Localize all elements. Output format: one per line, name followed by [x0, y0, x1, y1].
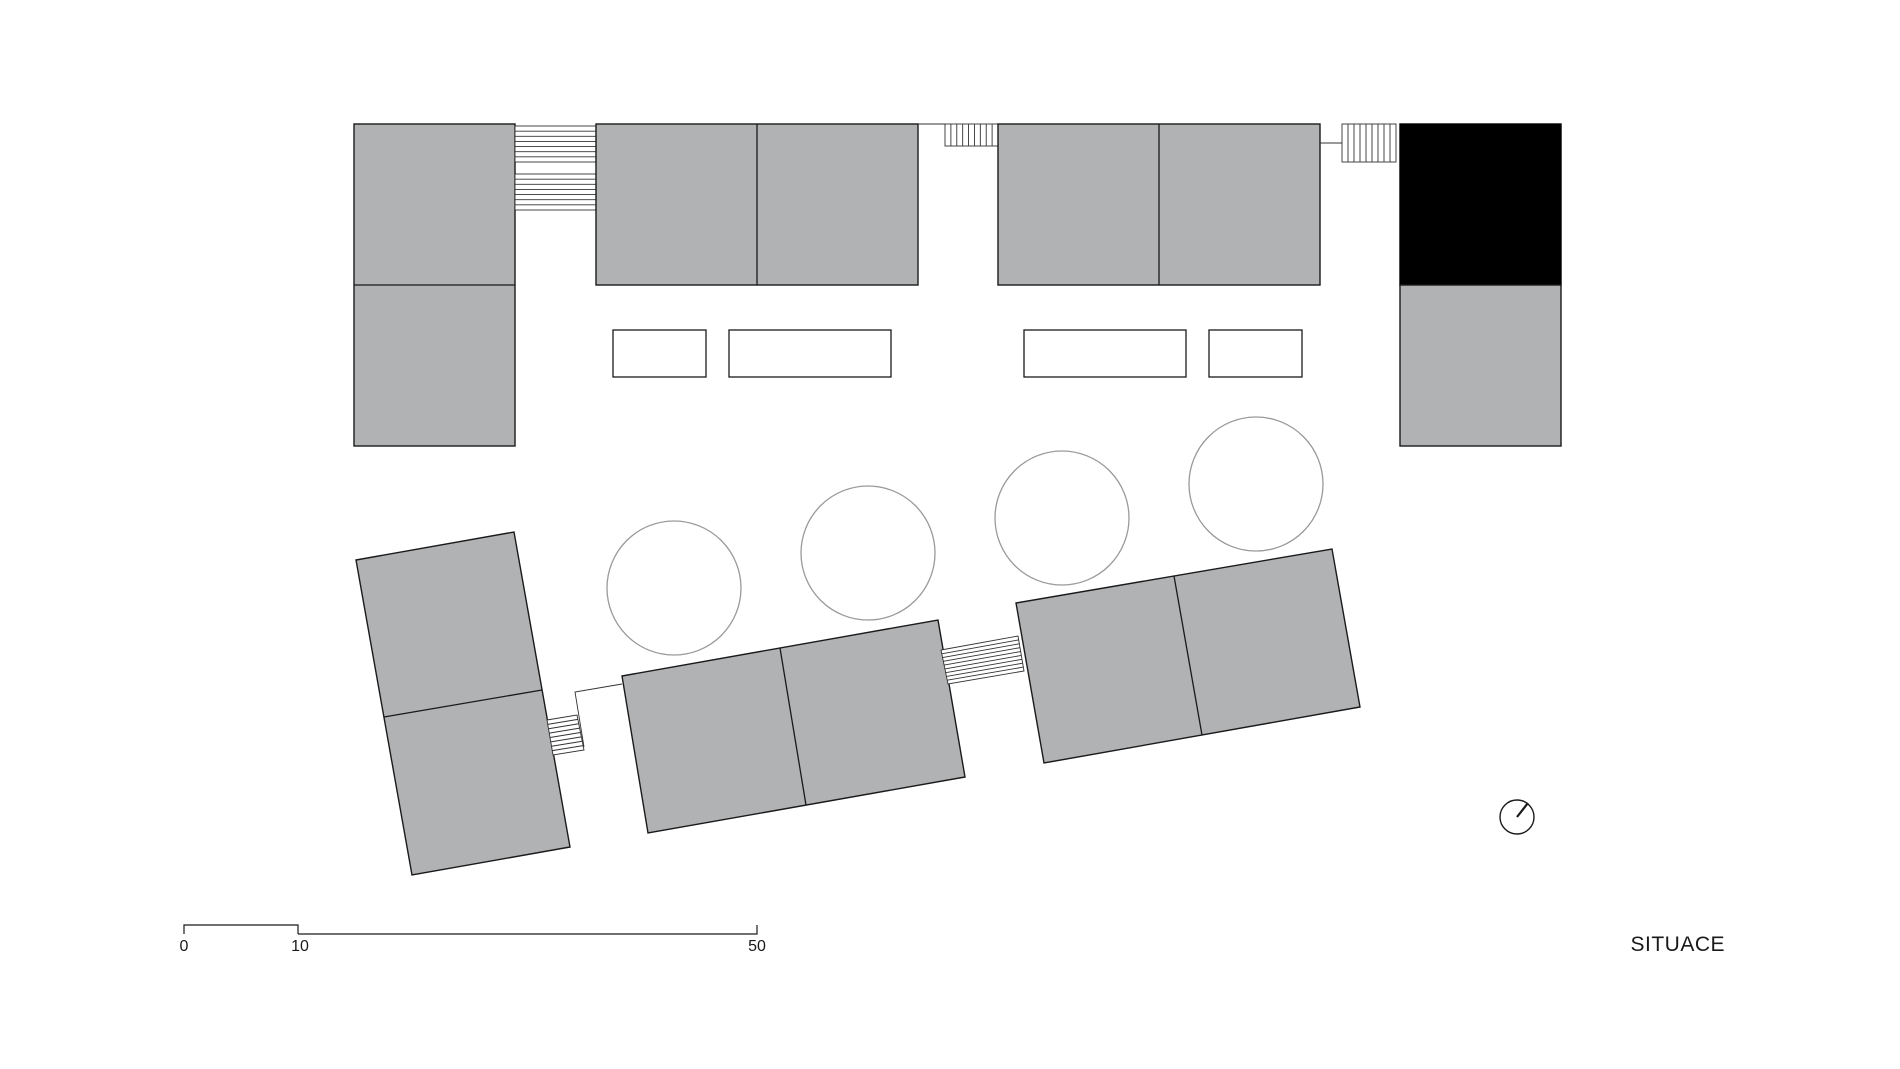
bridge-bottom-1: [546, 683, 623, 756]
building-top-left: [353, 123, 516, 447]
stair-tread: [550, 736, 582, 743]
paved-areas: [612, 329, 1303, 378]
bridge-top-2-stair: [944, 123, 999, 147]
stair-tread: [942, 643, 1020, 658]
building-top-second: [595, 123, 919, 286]
bridge-bottom-2-stair: [940, 635, 1025, 685]
tree-1: [606, 520, 742, 656]
building-bottom-left: [355, 531, 571, 876]
compass-circle: [1499, 799, 1535, 835]
stair-tread: [946, 662, 1023, 677]
building-bottom-left-divider: [383, 689, 543, 718]
stair-tread: [549, 727, 580, 734]
bridge-top-1-upper: [514, 125, 597, 163]
paved-area-3: [1023, 329, 1187, 378]
bottom-row-buildings: [355, 531, 1361, 876]
stair-tread: [548, 723, 579, 730]
paved-area-4: [1208, 329, 1303, 378]
tree-3: [994, 450, 1130, 586]
scale-label-50: 50: [748, 938, 766, 955]
tree-2: [800, 485, 936, 621]
stair-tread: [944, 655, 1022, 670]
compass-needle: [1516, 802, 1529, 818]
bridge-bottom-1-rail: [574, 683, 623, 748]
scale-label-0: 0: [180, 938, 189, 955]
paved-area-1: [612, 329, 707, 378]
bridge-top-1-lower: [514, 173, 597, 211]
stair-tread: [941, 639, 1019, 655]
building-bottom-middle: [621, 619, 966, 834]
drawing-title: SITUACE: [1630, 933, 1725, 956]
stair-tread: [552, 745, 584, 752]
top-row-buildings: [353, 123, 1562, 447]
stair-tread: [547, 718, 578, 725]
building-top-third: [997, 123, 1321, 286]
scale-label-10: 10: [291, 938, 309, 955]
building-top-right: [1399, 123, 1562, 447]
bridge-top-3-stair: [1341, 123, 1397, 163]
stair-tread: [943, 647, 1021, 662]
building-bottom-right: [1015, 548, 1361, 764]
bridge-top-2: [918, 123, 999, 147]
scale-bar-segment-1: [183, 924, 299, 934]
bridge-top-1: [514, 125, 597, 211]
stair-tread: [551, 740, 583, 747]
trees: [606, 416, 1324, 656]
stair-tread: [947, 666, 1024, 681]
stair-tread: [549, 732, 581, 738]
building-top-right-lower: [1399, 284, 1562, 447]
bridge-top-3: [1320, 123, 1397, 163]
bridge-bottom-2: [940, 635, 1025, 685]
building-top-right-highlight: [1399, 123, 1562, 286]
stair-tread: [944, 651, 1021, 666]
compass-north-icon: [1499, 799, 1535, 835]
scale-bar-segment-2: [298, 925, 758, 935]
building-bottom-middle-divider: [779, 647, 807, 806]
stair-tread: [945, 658, 1023, 674]
scale-bar: 0 10 50: [180, 924, 766, 955]
paved-area-2: [728, 329, 892, 378]
tree-4: [1188, 416, 1324, 552]
building-bottom-right-divider: [1173, 575, 1203, 736]
